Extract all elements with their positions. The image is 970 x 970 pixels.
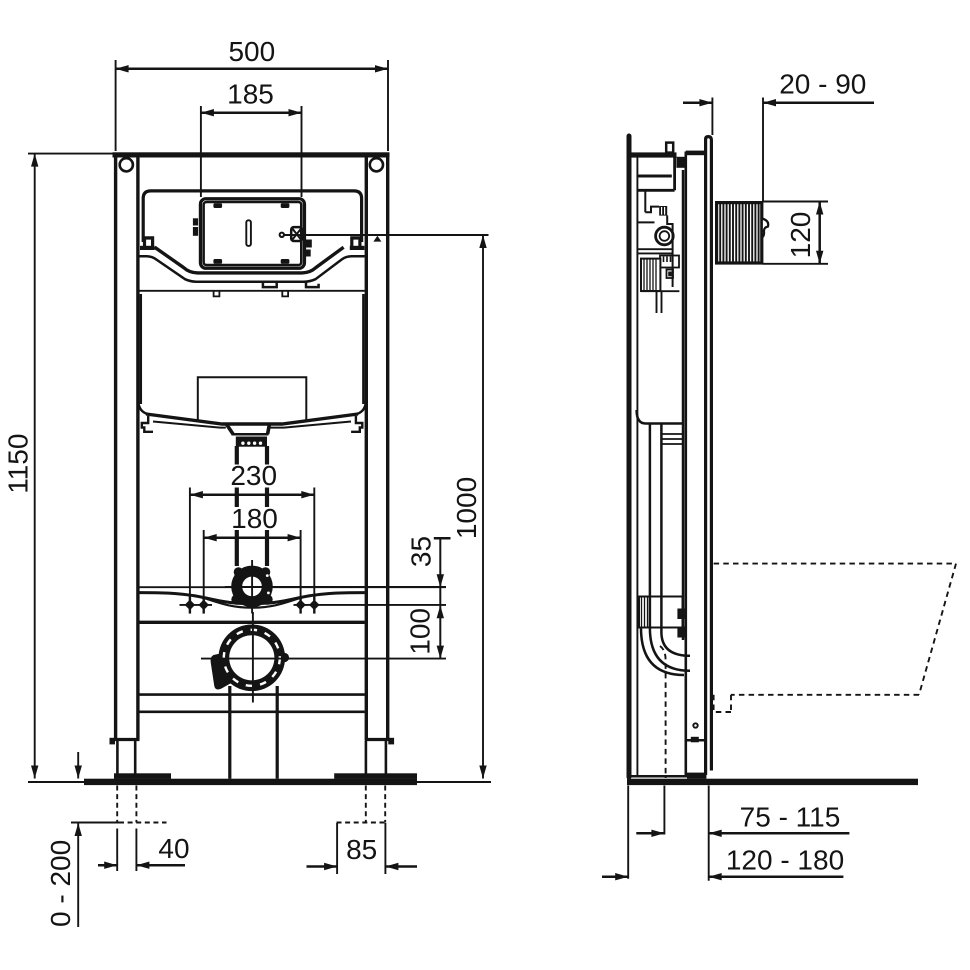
- svg-text:85: 85: [346, 834, 377, 865]
- svg-text:20 - 90: 20 - 90: [779, 68, 866, 99]
- svg-text:120 - 180: 120 - 180: [726, 845, 844, 876]
- svg-text:185: 185: [227, 78, 274, 109]
- svg-text:180: 180: [231, 503, 278, 534]
- svg-text:120: 120: [785, 212, 816, 259]
- svg-text:500: 500: [228, 36, 275, 67]
- svg-text:75 - 115: 75 - 115: [740, 802, 841, 833]
- svg-text:40: 40: [158, 833, 189, 864]
- svg-text:0 - 200: 0 - 200: [45, 840, 76, 927]
- svg-text:100: 100: [405, 608, 436, 655]
- svg-text:1150: 1150: [3, 434, 34, 494]
- svg-text:230: 230: [230, 460, 277, 491]
- svg-text:35: 35: [405, 536, 436, 567]
- svg-text:1000: 1000: [451, 477, 482, 539]
